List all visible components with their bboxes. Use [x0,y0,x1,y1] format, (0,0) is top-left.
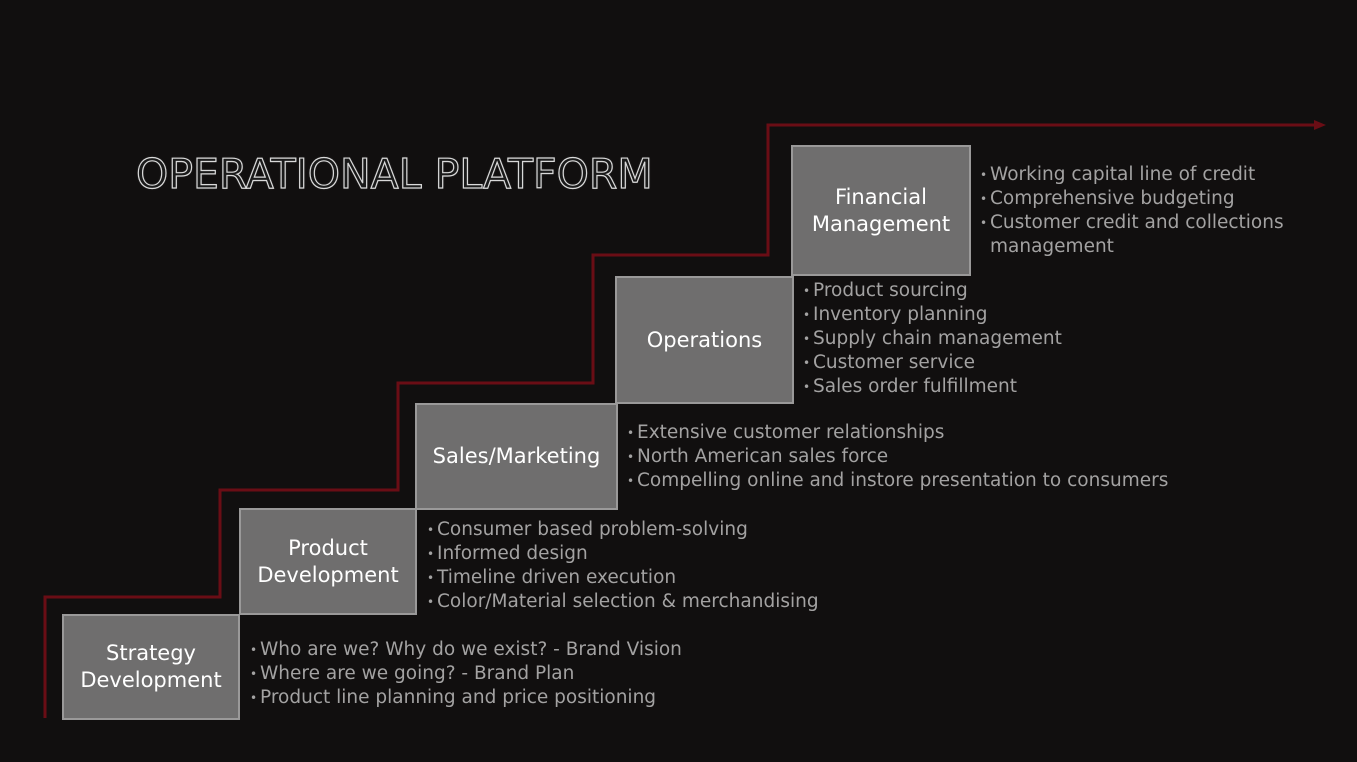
list-item: North American sales force [627,445,1168,469]
step-label: Strategy Development [80,641,222,692]
step-box-product-development: Product Development [239,508,417,615]
step-bullets-sales-marketing: Extensive customer relationships North A… [627,421,1168,493]
list-item: Customer credit and collections manageme… [980,211,1310,259]
list-item: Inventory planning [803,303,1062,327]
step-bullets-product-development: Consumer based problem-solving Informed … [427,518,819,614]
page-title: OPERATIONAL PLATFORM [135,149,653,198]
list-item: Compelling online and instore presentati… [627,469,1168,493]
list-item: Extensive customer relationships [627,421,1168,445]
step-box-sales-marketing: Sales/Marketing [415,403,618,510]
list-item: Product sourcing [803,279,1062,303]
step-bullets-operations: Product sourcing Inventory planning Supp… [803,279,1062,399]
arrow-head-icon [1314,120,1326,130]
list-item: Supply chain management [803,327,1062,351]
step-box-financial-management: Financial Management [791,145,971,276]
step-bullets-financial-management: Working capital line of credit Comprehen… [980,163,1310,259]
step-label: Operations [646,327,763,352]
list-item: Informed design [427,542,819,566]
list-item: Where are we going? - Brand Plan [250,662,682,686]
list-item: Comprehensive budgeting [980,187,1310,211]
step-label: Sales/Marketing [432,444,601,468]
list-item: Working capital line of credit [980,163,1310,187]
step-box-operations: Operations [615,276,794,404]
step-bullets-strategy-development: Who are we? Why do we exist? - Brand Vis… [250,638,682,710]
step-label: Financial Management [811,184,951,236]
step-label: Product Development [257,535,399,587]
list-item: Sales order fulfillment [803,375,1062,399]
list-item: Product line planning and price position… [250,686,682,710]
step-box-strategy-development: Strategy Development [62,614,240,720]
list-item: Customer service [803,351,1062,375]
list-item: Consumer based problem-solving [427,518,819,542]
list-item: Timeline driven execution [427,566,819,590]
list-item: Color/Material selection & merchandising [427,590,819,614]
list-item: Who are we? Why do we exist? - Brand Vis… [250,638,682,662]
